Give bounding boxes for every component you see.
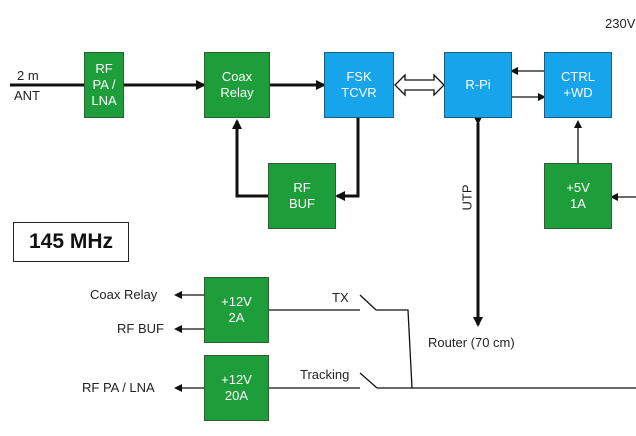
output-rf-buf-label: RF BUF: [117, 321, 164, 336]
r-pi-label: R-Pi: [465, 77, 491, 92]
ctrl-wd-line-2: +WD: [563, 85, 593, 100]
psu-12v-2a-line-1: +12V: [221, 294, 252, 309]
ctrl-wd-line-1: CTRL: [561, 69, 595, 84]
psu-12v-20a-line-1: +12V: [221, 372, 252, 387]
psu-12v-2a-block: +12V 2A: [204, 277, 269, 343]
psu-12v-2a-line-2: 2A: [228, 310, 245, 325]
rfbuf-to-coax-path: [232, 119, 268, 198]
r-pi-block: R-Pi: [444, 52, 512, 118]
tracking-switch-blade: [359, 372, 378, 389]
antenna-label-bottom: ANT: [14, 88, 40, 103]
output-rf-pa-lna-label: RF PA / LNA: [82, 380, 155, 395]
router-label: Router (70 cm): [428, 335, 515, 350]
rf-pa-lna-block: RF PA / LNA: [84, 52, 124, 118]
tx-switch-wire-right: [376, 309, 413, 389]
tx-switch-label: TX: [332, 290, 349, 305]
output-coax-relay-label: Coax Relay: [90, 287, 158, 302]
antenna-label-top: 2 m: [17, 68, 39, 83]
tcvr-rpi-data-arrow: [394, 73, 445, 97]
rf-pa-lna-line-3: LNA: [91, 93, 117, 108]
psu-5v-block: +5V 1A: [544, 163, 612, 229]
rf-buf-line-1: RF: [293, 180, 311, 195]
ctrl-wd-block: CTRL +WD: [544, 52, 612, 118]
psu-5v-line-1: +5V: [566, 180, 590, 195]
tcvr-to-rfbuf-path: [335, 118, 360, 201]
utp-label: UTP: [459, 184, 475, 211]
psu-12v-20a-block: +12V 20A: [204, 355, 269, 421]
mains-label: 230V: [605, 16, 636, 31]
tx-switch-blade: [359, 294, 377, 311]
fsk-tcvr-line-2: TCVR: [341, 85, 377, 100]
psu-5v-line-2: 1A: [570, 196, 586, 211]
rf-buf-block: RF BUF: [268, 163, 336, 229]
frequency-title: 145 MHz: [13, 222, 129, 262]
rf-pa-lna-line-2: PA /: [92, 77, 116, 92]
rf-pa-lna-line-1: RF: [95, 61, 113, 76]
psu-12v-20a-line-2: 20A: [224, 388, 249, 403]
tracking-switch-label: Tracking: [300, 367, 350, 382]
coax-relay-block: Coax Relay: [204, 52, 270, 118]
fsk-tcvr-block: FSK TCVR: [324, 52, 394, 118]
rf-buf-line-2: BUF: [289, 196, 315, 211]
coax-relay-line-1: Coax: [221, 69, 253, 84]
fsk-tcvr-line-1: FSK: [346, 69, 372, 84]
coax-relay-line-2: Relay: [220, 85, 254, 100]
